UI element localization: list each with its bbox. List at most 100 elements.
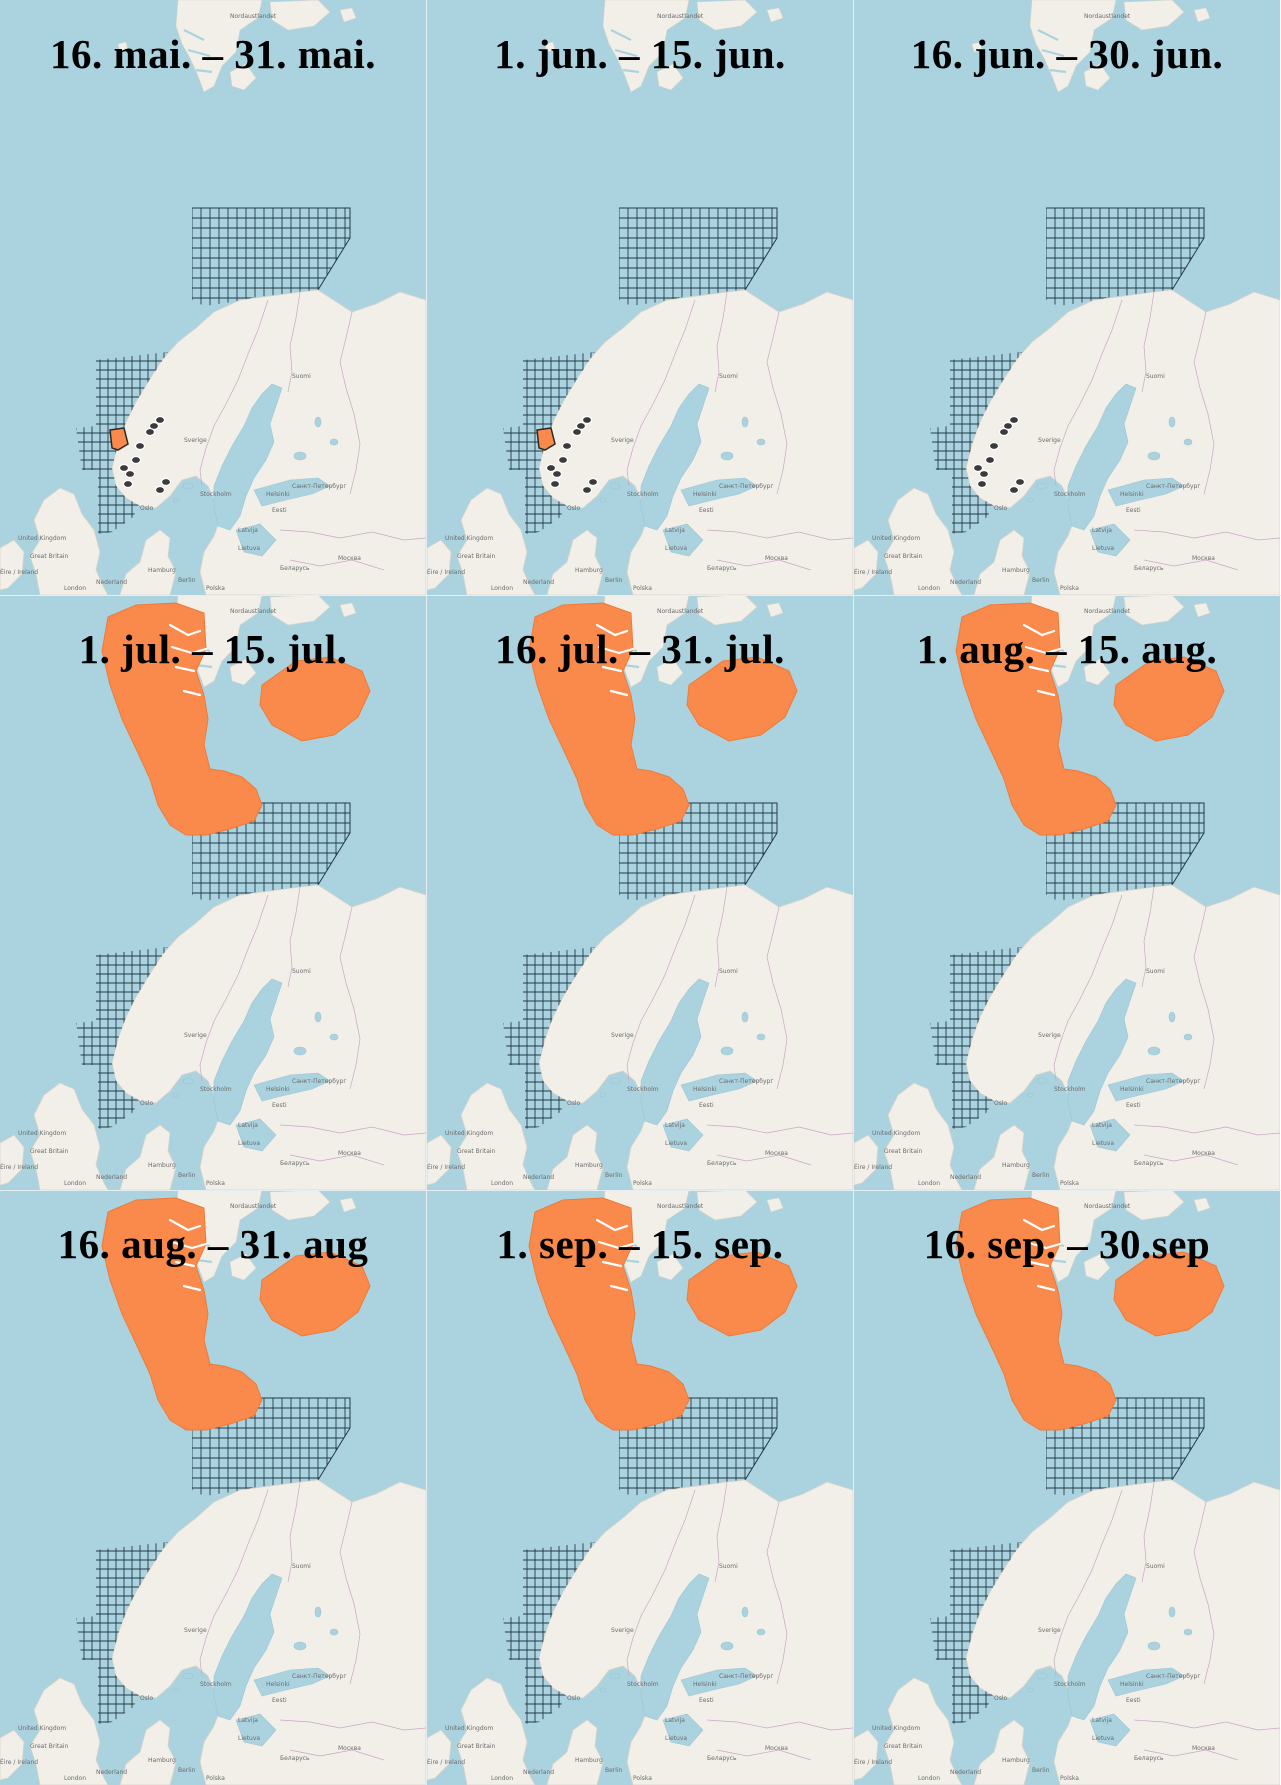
place-label-london: London — [918, 1180, 940, 1187]
place-label-oslo: Oslo — [994, 1100, 1008, 1107]
coastal-fishing-spot — [972, 463, 984, 473]
country-borders — [199, 886, 426, 1166]
place-label-eesti: Eesti — [272, 507, 287, 514]
place-label-nederland: Nederland — [950, 1174, 981, 1181]
highlight-zone-east-svalbard — [1113, 656, 1225, 742]
place-label-svalbard: Nordaustlandet — [1084, 1203, 1131, 1210]
place-label-gb: Great Britain — [30, 1148, 69, 1155]
place-label-lietuva: Lietuva — [238, 1140, 260, 1147]
place-label-polska: Polska — [1060, 1180, 1079, 1187]
coastal-fishing-spot — [1008, 485, 1020, 495]
place-label-nederland: Nederland — [950, 1769, 981, 1776]
place-label-hamburg: Hamburg — [575, 567, 603, 574]
place-label-eesti: Eesti — [699, 507, 714, 514]
place-label-moscow: Москва — [1192, 1745, 1215, 1752]
place-label-sweden: Sverige — [611, 1627, 634, 1634]
highlight-zone-west-svalbard — [101, 1197, 263, 1431]
place-label-eesti: Eesti — [1126, 507, 1141, 514]
grid-block-north-border — [1046, 1397, 1205, 1481]
place-label-finland: Suomi — [1146, 968, 1165, 975]
place-label-eesti: Eesti — [1126, 1697, 1141, 1704]
place-label-gb: Great Britain — [884, 1743, 923, 1750]
highlighted-fishing-zone — [536, 427, 556, 451]
place-label-ireland: Éire / Ireland — [427, 568, 465, 576]
place-label-sweden: Sverige — [611, 437, 634, 444]
place-label-uk: United Kingdom — [445, 535, 493, 542]
place-label-latvia: Latvija — [1092, 1122, 1112, 1129]
place-label-spb: Санкт-Петербург — [292, 483, 346, 490]
coastal-fishing-spot — [545, 463, 557, 473]
place-label-belarus: Беларусь — [280, 565, 310, 572]
place-label-sweden: Sverige — [611, 1032, 634, 1039]
period-title: 16. aug. – 31. aug — [57, 1221, 369, 1267]
place-label-ireland: Éire / Ireland — [854, 1163, 892, 1171]
place-label-svalbard: Nordaustlandet — [657, 13, 704, 20]
place-label-svalbard: Nordaustlandet — [1084, 13, 1131, 20]
coastal-fishing-spot — [144, 427, 156, 437]
place-label-latvia: Latvija — [238, 1717, 258, 1724]
coastal-fishing-spot — [581, 485, 593, 495]
place-label-sweden: Sverige — [1038, 1627, 1061, 1634]
place-label-latvia: Latvija — [238, 527, 258, 534]
place-label-nederland: Nederland — [523, 579, 554, 586]
place-label-finland: Suomi — [292, 1563, 311, 1570]
coastal-fishing-spot — [988, 441, 1000, 451]
period-title: 1. sep. – 15. sep. — [496, 1221, 784, 1267]
panel-divider — [0, 595, 1281, 596]
place-label-moscow: Москва — [765, 1150, 788, 1157]
period-title: 16. jul. – 31. jul. — [495, 626, 785, 672]
place-label-helsinki: Helsinki — [693, 491, 717, 498]
place-label-oslo: Oslo — [567, 1695, 581, 1702]
place-label-gb: Great Britain — [884, 1148, 923, 1155]
coastal-fishing-spot — [551, 469, 563, 479]
place-label-berlin: Berlin — [1032, 577, 1050, 584]
highlight-zone-west-svalbard — [955, 602, 1117, 836]
place-label-belarus: Беларусь — [707, 1160, 737, 1167]
place-label-svalbard: Nordaustlandet — [230, 13, 277, 20]
coastal-fishing-spot — [124, 469, 136, 479]
place-label-polska: Polska — [206, 1180, 225, 1187]
place-label-helsinki: Helsinki — [693, 1086, 717, 1093]
place-label-berlin: Berlin — [178, 577, 196, 584]
grid-block-north-border — [619, 207, 778, 291]
coastal-fishing-spot — [549, 479, 561, 489]
place-label-ireland: Éire / Ireland — [427, 1163, 465, 1171]
place-label-belarus: Беларусь — [280, 1160, 310, 1167]
place-label-gb: Great Britain — [457, 1743, 496, 1750]
place-label-spb: Санкт-Петербург — [719, 1078, 773, 1085]
coastal-fishing-spot — [984, 455, 996, 465]
period-title: 16. jun. – 30. jun. — [910, 31, 1224, 77]
inland-seas — [172, 1573, 339, 1747]
place-label-hamburg: Hamburg — [1002, 1162, 1030, 1169]
place-label-oslo: Oslo — [994, 505, 1008, 512]
place-label-svalbard: Nordaustlandet — [657, 608, 704, 615]
place-label-polska: Polska — [1060, 585, 1079, 592]
place-label-oslo: Oslo — [140, 505, 154, 512]
coastal-fishing-spot — [1014, 477, 1026, 487]
place-label-berlin: Berlin — [178, 1172, 196, 1179]
country-borders — [626, 886, 853, 1166]
place-label-latvia: Latvija — [665, 1122, 685, 1129]
period-title: 1. aug. – 15. aug. — [916, 626, 1218, 672]
place-label-uk: United Kingdom — [18, 1130, 66, 1137]
place-label-belarus: Беларусь — [1134, 1755, 1164, 1762]
place-label-eesti: Eesti — [1126, 1102, 1141, 1109]
country-borders — [1053, 1481, 1280, 1761]
coastal-fishing-spot — [154, 485, 166, 495]
grid-block-north-border — [192, 1397, 351, 1481]
place-label-nederland: Nederland — [523, 1174, 554, 1181]
place-label-london: London — [918, 1775, 940, 1782]
place-label-belarus: Беларусь — [1134, 565, 1164, 572]
place-label-finland: Suomi — [719, 968, 738, 975]
place-label-lietuva: Lietuva — [665, 1735, 687, 1742]
place-label-sweden: Sverige — [184, 1627, 207, 1634]
place-label-spb: Санкт-Петербург — [292, 1078, 346, 1085]
place-label-spb: Санкт-Петербург — [719, 1673, 773, 1680]
place-label-gb: Great Britain — [30, 553, 69, 560]
place-label-ireland: Éire / Ireland — [854, 1758, 892, 1766]
coastal-fishing-spot — [122, 479, 134, 489]
